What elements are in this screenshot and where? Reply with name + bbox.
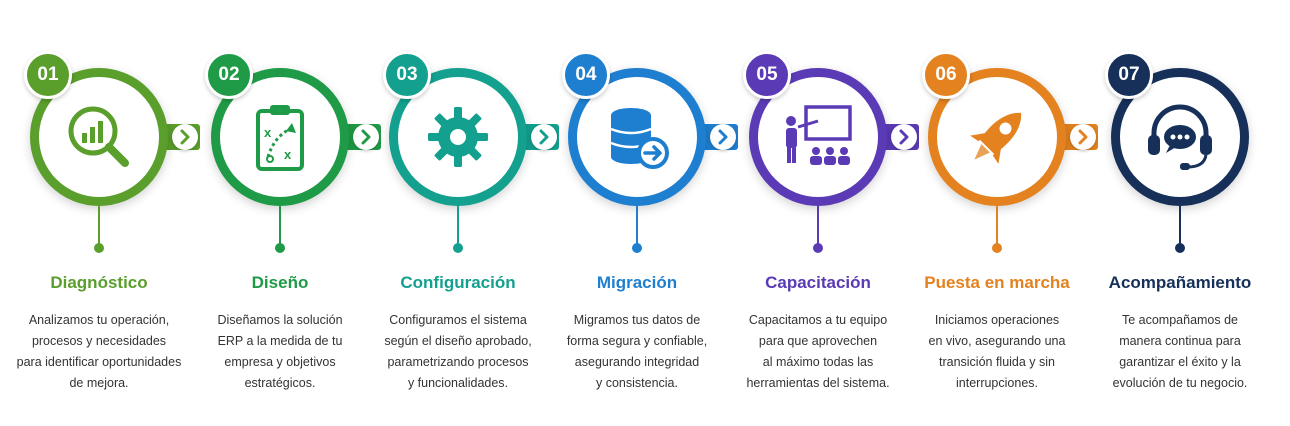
- chevron-right-icon: [353, 124, 379, 150]
- stem-dot: [813, 243, 823, 253]
- chevron-right-icon: [531, 124, 557, 150]
- training-presentation-icon: [778, 97, 858, 177]
- step-number-badge: 07: [1105, 51, 1153, 99]
- rocket-icon: [957, 97, 1037, 177]
- stem-dot: [94, 243, 104, 253]
- step-description: Analizamos tu operación, procesos y nece…: [16, 313, 182, 390]
- step-title: Diagnóstico: [50, 273, 148, 292]
- step-title: Acompañamiento: [1108, 273, 1252, 292]
- stem-line: [1179, 206, 1181, 246]
- step-description: Iniciamos operaciones en vivo, asegurand…: [928, 313, 1066, 390]
- step-title: Configuración: [400, 273, 516, 292]
- gear-icon: [418, 97, 498, 177]
- step-title: Diseño: [251, 273, 309, 292]
- step-title: Puesta en marcha: [924, 273, 1070, 292]
- step-title: Capacitación: [765, 273, 871, 292]
- step-number-badge: 03: [383, 51, 431, 99]
- step-number-badge: 01: [24, 51, 72, 99]
- stem-line: [98, 206, 100, 246]
- stem-dot: [632, 243, 642, 253]
- magnifier-chart-icon: [59, 97, 139, 177]
- stem-dot: [1175, 243, 1185, 253]
- stem-line: [817, 206, 819, 246]
- stem-dot: [453, 243, 463, 253]
- step-description: Te acompañamos de manera continua para g…: [1112, 313, 1248, 390]
- step-description: Capacitamos a tu equipo para que aprovec…: [746, 313, 890, 390]
- svg-text:x: x: [284, 147, 292, 162]
- stem-line: [996, 206, 998, 246]
- step-description: Configuramos el sistema según el diseño …: [384, 313, 532, 390]
- headset-support-icon: [1140, 97, 1220, 177]
- chevron-right-icon: [172, 124, 198, 150]
- step-number-badge: 06: [922, 51, 970, 99]
- stem-line: [457, 206, 459, 246]
- step-description: Diseñamos la solución ERP a la medida de…: [217, 313, 343, 390]
- stem-line: [279, 206, 281, 246]
- stem-line: [636, 206, 638, 246]
- database-migrate-icon: [597, 97, 677, 177]
- step-number-badge: 04: [562, 51, 610, 99]
- step-number-badge: 05: [743, 51, 791, 99]
- chevron-right-icon: [1070, 124, 1096, 150]
- chevron-right-icon: [891, 124, 917, 150]
- step-description: Migramos tus datos de forma segura y con…: [566, 313, 708, 390]
- step-number-badge: 02: [205, 51, 253, 99]
- stem-dot: [275, 243, 285, 253]
- svg-text:x: x: [264, 125, 272, 140]
- step-circle: [211, 68, 349, 206]
- step-title: Migración: [596, 273, 678, 292]
- chevron-right-icon: [710, 124, 736, 150]
- stem-dot: [992, 243, 1002, 253]
